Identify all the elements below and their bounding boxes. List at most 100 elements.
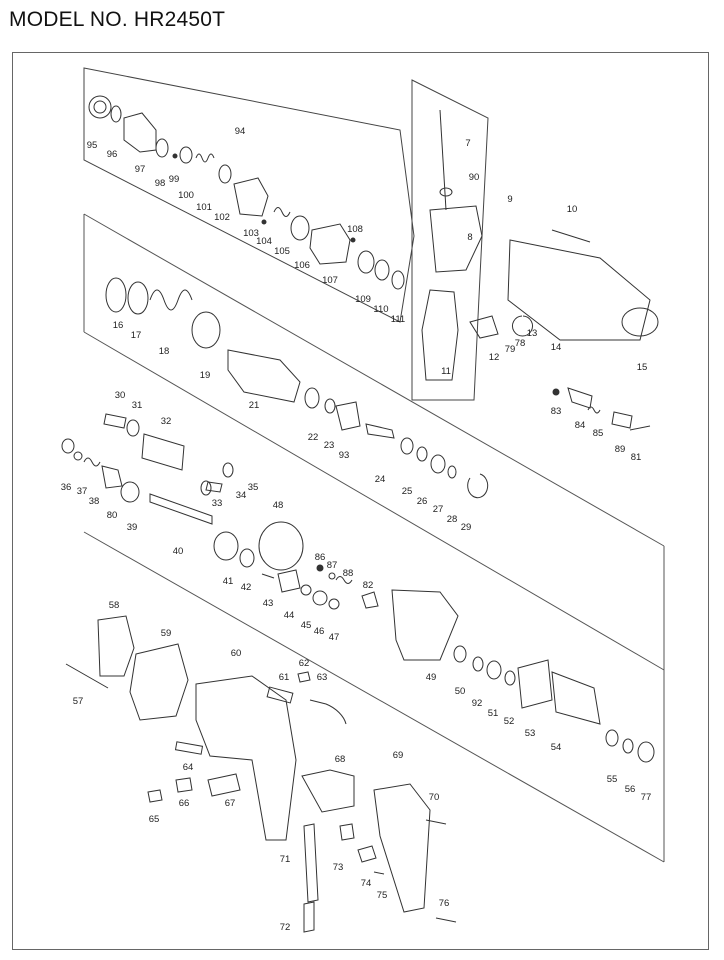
parts-artwork (61, 67, 665, 933)
part-label-58: 58 (109, 600, 120, 611)
part-label-106: 106 (294, 260, 310, 271)
part-label-29: 29 (461, 522, 472, 533)
part-67-sheet (207, 773, 241, 797)
part-93-sleeve (335, 401, 361, 431)
part-99-ball (172, 153, 178, 159)
group-outline-handle (411, 79, 489, 401)
part-label-49: 49 (426, 672, 437, 683)
part-label-95: 95 (87, 140, 98, 151)
part-label-57: 57 (73, 696, 84, 707)
part-label-76: 76 (439, 898, 450, 909)
part-19-bearing (191, 311, 221, 349)
group-outline-gear (83, 213, 665, 671)
part-label-56: 56 (625, 784, 636, 795)
part-label-52: 52 (504, 716, 515, 727)
part-7-rod (439, 109, 447, 211)
part-39-gear (120, 481, 140, 503)
part-label-90: 90 (469, 172, 480, 183)
part-label-108: 108 (347, 224, 363, 235)
part-29-circlip (467, 473, 489, 499)
part-label-61: 61 (279, 672, 290, 683)
part-label-63: 63 (317, 672, 328, 683)
part-52-ring (504, 670, 516, 686)
part-111-ring (391, 270, 405, 290)
part-34-ring (200, 480, 212, 496)
part-label-53: 53 (525, 728, 536, 739)
part-101-spring (195, 153, 215, 163)
part-label-47: 47 (329, 632, 340, 643)
part-68-switch (301, 769, 355, 813)
part-104-ball (261, 219, 267, 225)
part-96-ring (110, 105, 122, 123)
part-label-8: 8 (467, 232, 472, 243)
part-55-bearing (605, 729, 619, 747)
part-30-pin (103, 413, 127, 429)
part-61-label (266, 686, 294, 704)
part-72-cord (303, 901, 315, 933)
part-label-98: 98 (155, 178, 166, 189)
part-63-terminal (309, 699, 347, 725)
part-label-40: 40 (173, 546, 184, 557)
part-label-64: 64 (183, 762, 194, 773)
part-22-ring (304, 387, 320, 409)
part-label-37: 37 (77, 486, 88, 497)
part-105-spring (273, 207, 291, 217)
part-label-71: 71 (280, 854, 291, 865)
part-76-screw (435, 917, 457, 923)
part-46-bearing (312, 590, 328, 606)
part-81-screw (629, 425, 651, 431)
part-label-54: 54 (551, 742, 562, 753)
part-47-ring (328, 598, 340, 610)
part-35-ring (222, 462, 234, 478)
part-label-28: 28 (447, 514, 458, 525)
part-103-cylinder (233, 177, 269, 217)
diagram-frame (12, 52, 709, 950)
part-label-75: 75 (377, 890, 388, 901)
part-label-10: 10 (567, 204, 578, 215)
part-40-shaft (149, 493, 213, 525)
part-8-grip (429, 205, 483, 273)
part-106-washer (290, 215, 310, 241)
part-56-ring (622, 738, 634, 754)
part-label-24: 24 (375, 474, 386, 485)
part-label-9: 9 (507, 194, 512, 205)
part-label-15: 15 (637, 362, 648, 373)
part-49-gearhousing (391, 589, 459, 661)
part-label-97: 97 (135, 164, 146, 175)
part-71-cord-guard (303, 823, 319, 903)
part-88-spring (335, 576, 353, 584)
part-label-31: 31 (132, 400, 143, 411)
part-107-sleeve (309, 223, 351, 265)
part-label-25: 25 (402, 486, 413, 497)
part-label-16: 16 (113, 320, 124, 331)
part-95-ring (88, 95, 112, 119)
part-87-ring (328, 572, 336, 580)
part-41-gear (213, 531, 239, 561)
part-label-111: 111 (391, 314, 405, 325)
part-label-22: 22 (308, 432, 319, 443)
part-85-spring (587, 406, 601, 414)
part-110-ring (374, 259, 390, 281)
part-label-102: 102 (214, 212, 230, 223)
part-label-60: 60 (231, 648, 242, 659)
part-label-74: 74 (361, 878, 372, 889)
part-13-ring (512, 315, 533, 337)
part-label-85: 85 (593, 428, 604, 439)
part-108-ball (350, 237, 356, 243)
part-16-ring (105, 277, 127, 313)
part-label-21: 21 (249, 400, 260, 411)
part-59-field (129, 643, 189, 721)
part-label-104: 104 (256, 236, 272, 247)
part-label-7: 7 (465, 138, 470, 149)
part-label-42: 42 (241, 582, 252, 593)
part-97-sleeve (123, 112, 157, 153)
part-92-washer (472, 656, 484, 672)
part-84-lever (567, 387, 593, 409)
part-label-110: 110 (373, 304, 388, 315)
part-57-screw (65, 663, 109, 689)
part-53-fan (517, 659, 553, 709)
part-label-77: 77 (641, 792, 652, 803)
part-label-46: 46 (314, 626, 325, 637)
part-54-armature (551, 671, 601, 725)
part-label-23: 23 (324, 440, 335, 451)
